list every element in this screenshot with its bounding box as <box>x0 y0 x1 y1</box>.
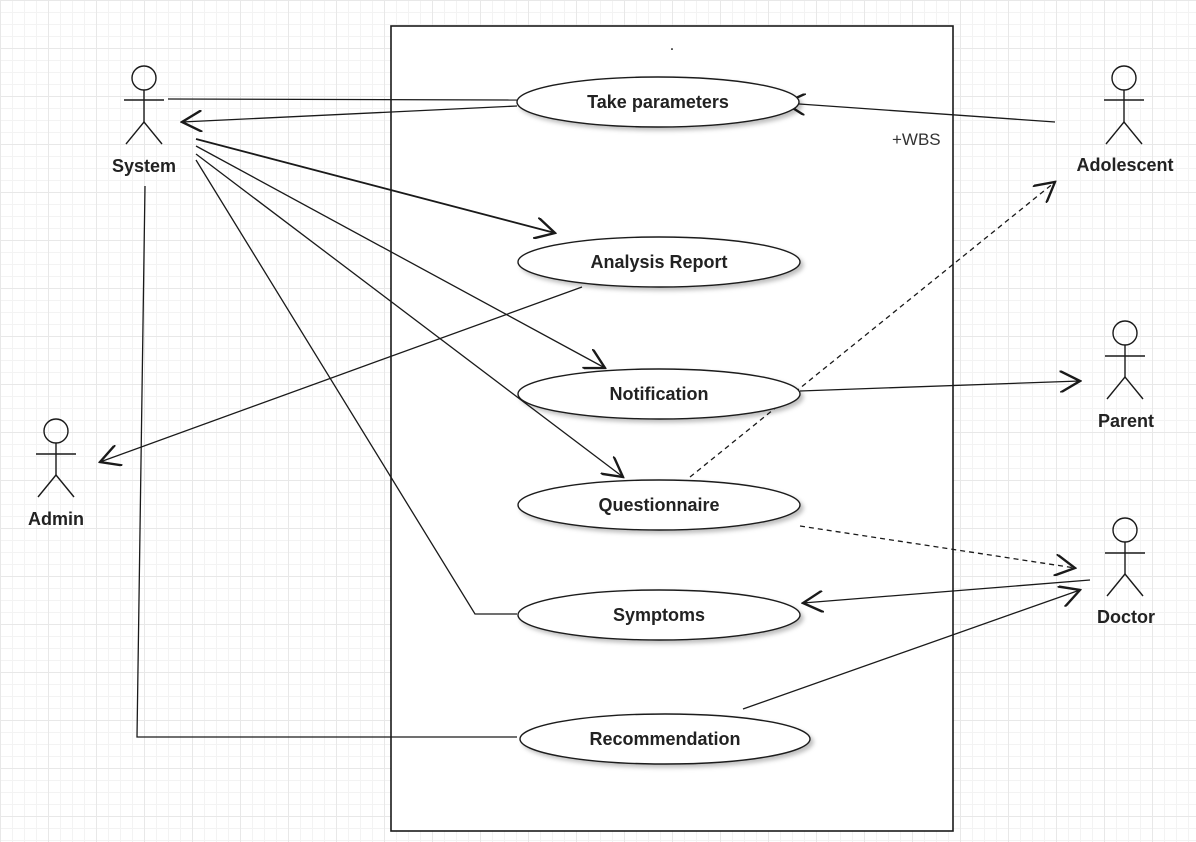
use-case-label: Questionnaire <box>598 495 719 515</box>
actor-head-icon <box>131 65 157 91</box>
actor-head-icon <box>1111 65 1137 91</box>
use-case-recommendation[interactable]: Recommendation <box>519 713 811 765</box>
actor-head-icon <box>43 418 69 444</box>
actor-parent-figure[interactable] <box>1105 320 1145 400</box>
actor-system-figure[interactable] <box>124 65 164 145</box>
arrow-take-parameters-system <box>182 105 518 122</box>
arrow-questionnaire-adolescent <box>689 182 1055 478</box>
actor-adolescent-figure[interactable] <box>1104 65 1144 145</box>
use-case-label: Analysis Report <box>590 252 727 272</box>
arrow-adolescent-take-parameters <box>785 103 1056 123</box>
use-case-questionnaire[interactable]: Questionnaire <box>517 479 801 531</box>
actor-label-adolescent: Adolescent <box>1076 155 1173 175</box>
arrow-system-questionnaire <box>195 153 623 477</box>
actor-head-icon <box>1112 320 1138 346</box>
boundary-dot: . <box>670 35 675 54</box>
arrow-doctor-symptoms <box>803 579 1091 603</box>
use-case-label: Notification <box>610 384 709 404</box>
arrow-questionnaire-doctor <box>799 525 1075 568</box>
line-system-take-parameters <box>167 98 518 101</box>
use-case-take-parameters[interactable]: Take parameters <box>516 76 800 128</box>
actor-admin-figure[interactable] <box>36 418 76 498</box>
line-system-symptoms <box>195 159 517 615</box>
use-case-notification[interactable]: Notification <box>517 368 801 420</box>
wbs-annotation: +WBS <box>892 130 941 149</box>
arrow-notification-parent <box>799 381 1080 391</box>
arrow-recommendation-doctor <box>742 590 1080 710</box>
use-case-analysis-report[interactable]: Analysis Report <box>517 236 801 288</box>
actor-head-icon <box>1112 517 1138 543</box>
actor-label-doctor: Doctor <box>1097 607 1155 627</box>
actor-label-admin: Admin <box>28 509 84 529</box>
actor-label-system: System <box>112 156 176 176</box>
use-case-label: Recommendation <box>589 729 740 749</box>
arrow-system-analysis-report <box>195 138 555 233</box>
actor-doctor-figure[interactable] <box>1105 517 1145 597</box>
system-boundary <box>390 25 954 832</box>
line-system-recommendation <box>136 185 517 738</box>
arrow-analysis-report-admin <box>100 286 583 462</box>
use-case-symptoms[interactable]: Symptoms <box>517 589 801 641</box>
use-case-label: Symptoms <box>613 605 705 625</box>
arrow-system-notification <box>195 145 605 368</box>
actor-label-parent: Parent <box>1098 411 1154 431</box>
use-case-label: Take parameters <box>587 92 729 112</box>
